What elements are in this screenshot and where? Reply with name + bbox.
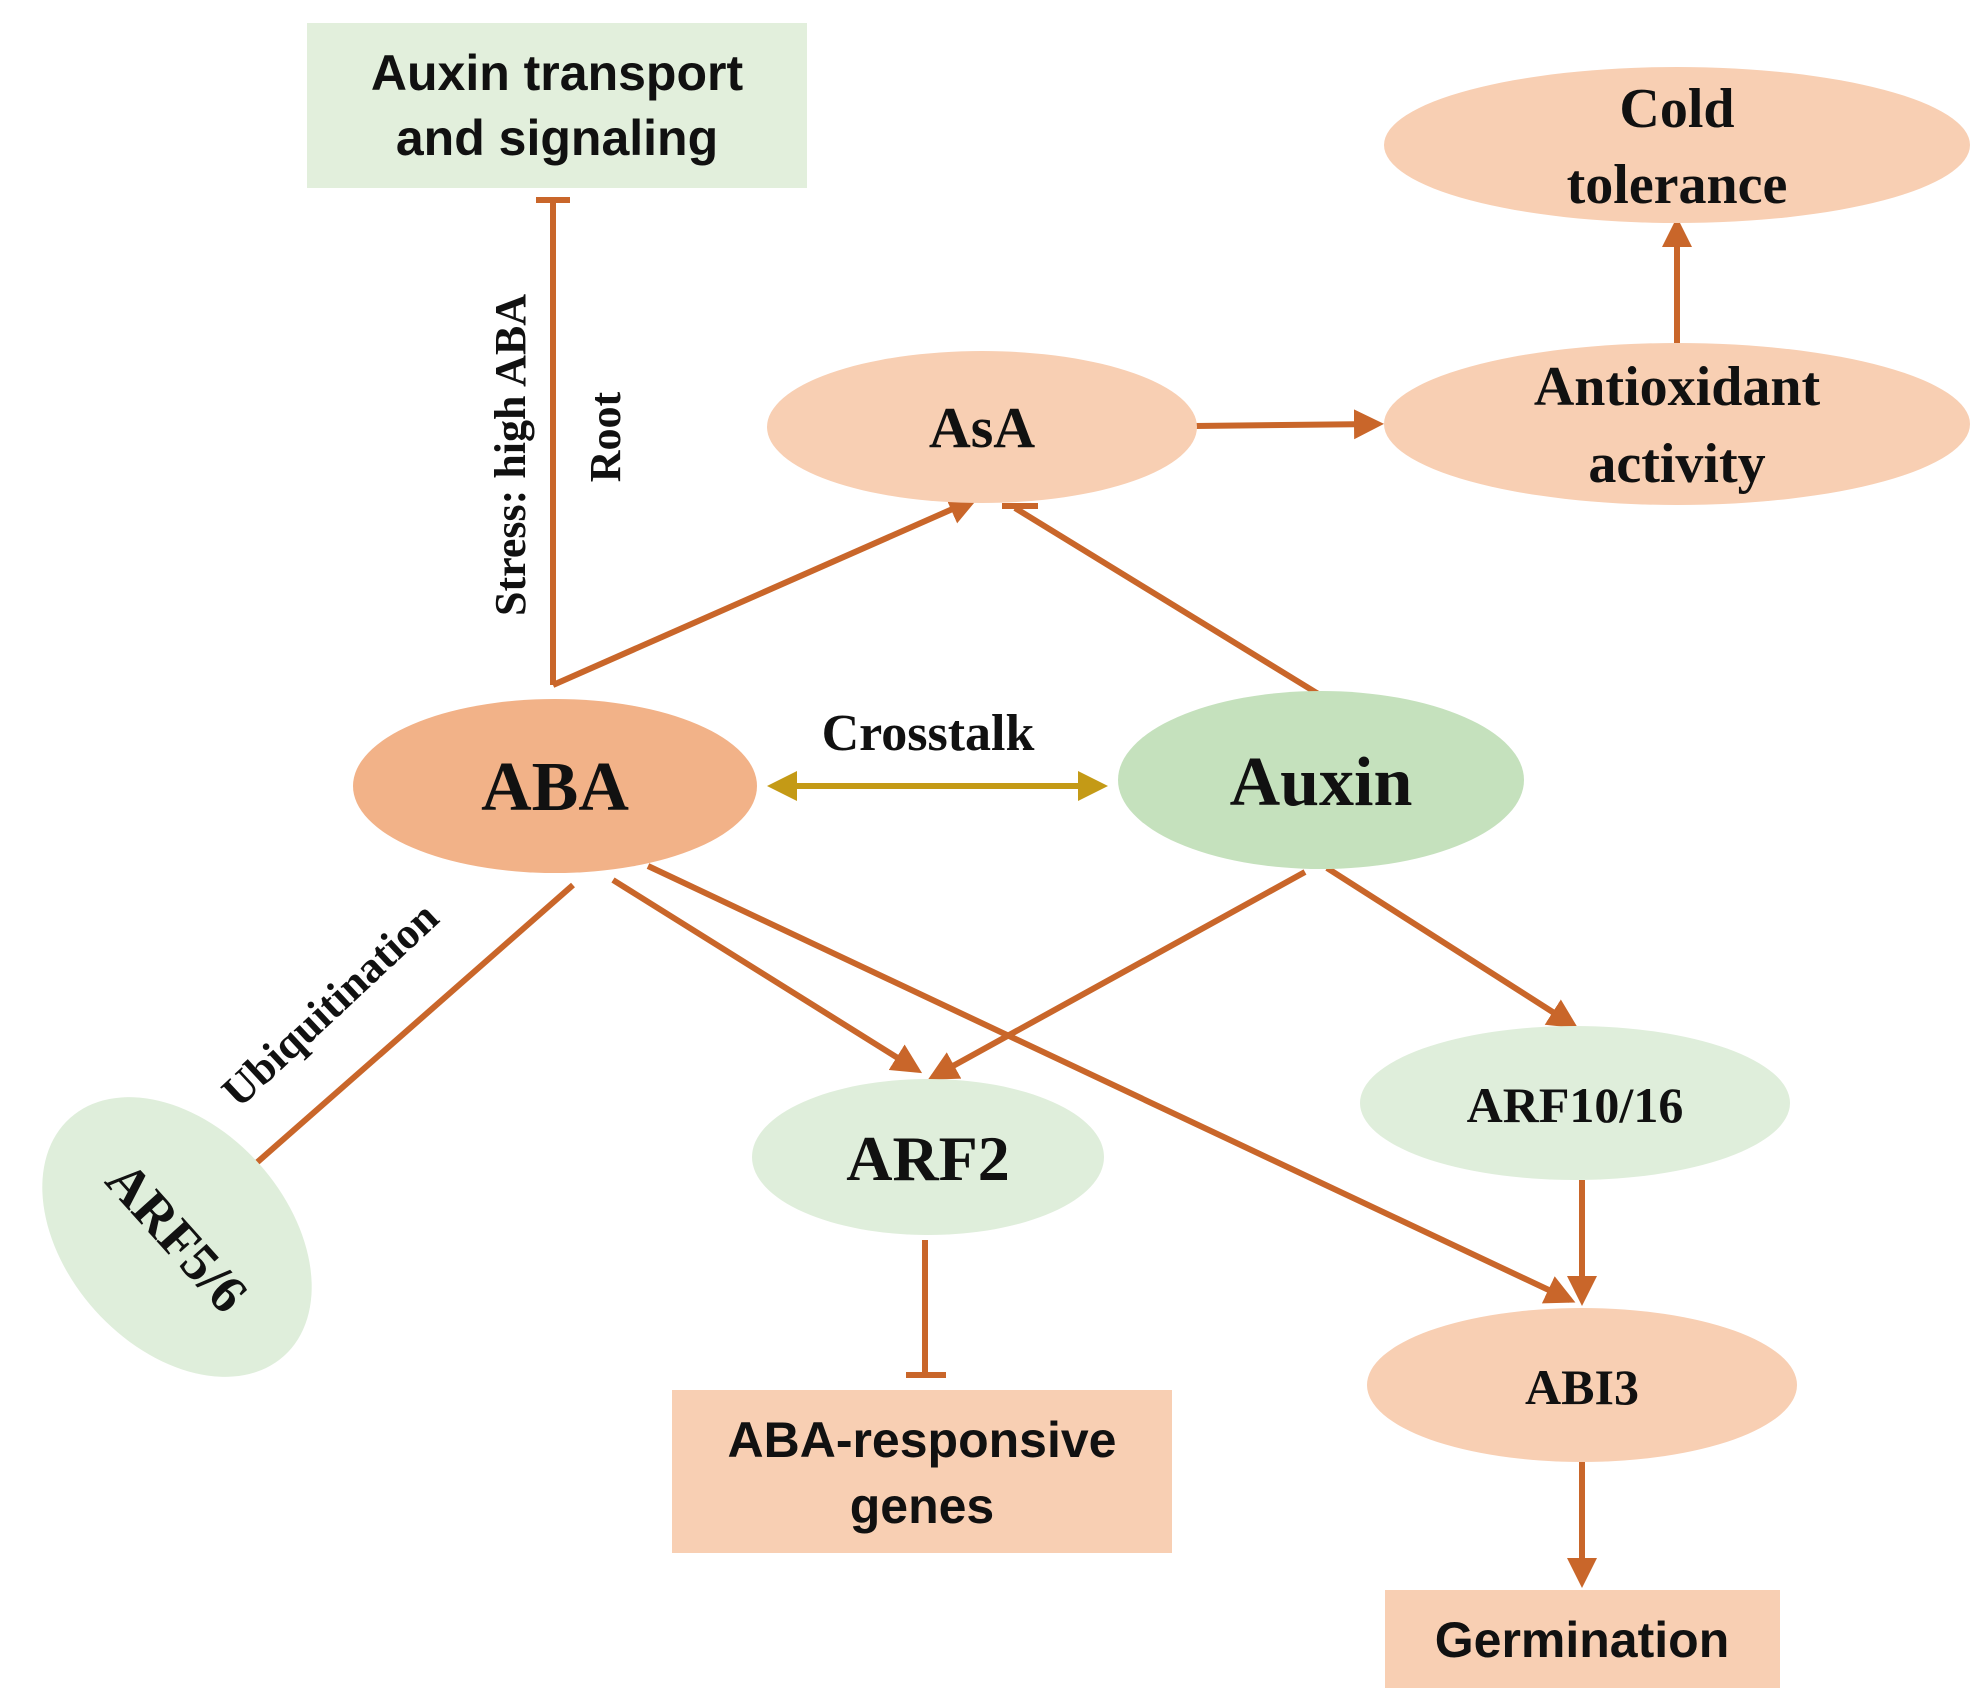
arf5-6-ellipse [42,1097,312,1377]
cold-tolerance-ellipse [1384,67,1970,223]
antioxidant-label-line1: Antioxidant [1534,356,1821,418]
antioxidant-ellipse [1384,343,1970,505]
node-arf10-16[interactable]: ARF10/16 [1360,1026,1790,1180]
node-auxin[interactable]: Auxin [1118,691,1524,869]
auxin-ellipse [1118,691,1524,869]
node-auxin-transport-signaling[interactable]: Auxin transport and signaling [307,23,807,188]
edge-aba-inhibits-arf5-6 [235,882,575,1183]
node-cold-tolerance[interactable]: Cold tolerance [1384,67,1970,223]
antioxidant-label-line2: activity [1588,433,1765,495]
aba-responsive-label-line1: ABA-responsive [728,1412,1117,1468]
aba-label: ABA [481,749,629,826]
node-aba-responsive-genes[interactable]: ABA-responsive genes [672,1390,1172,1553]
edge-aba-to-asa[interactable] [551,495,979,688]
arf10-16-label: ARF10/16 [1467,1077,1684,1133]
aba-responsive-label-line2: genes [850,1478,995,1534]
edge-aba-to-arf2[interactable] [611,877,923,1074]
arf2-ellipse [752,1079,1104,1235]
abi3-ellipse [1367,1308,1797,1462]
germination-box [1385,1590,1780,1688]
asa-label: AsA [929,395,1035,460]
node-asa[interactable]: AsA [767,351,1197,503]
arf10-16-ellipse [1360,1026,1790,1180]
abi3-label: ABI3 [1525,1359,1639,1415]
edge-label-stress: Stress: high ABA [486,294,535,616]
edge-label-ubiquitination: Ubiquitination [212,892,448,1116]
node-antioxidant-activity[interactable]: Antioxidant activity [1384,343,1970,505]
node-abi3[interactable]: ABI3 [1367,1308,1797,1462]
node-germination[interactable]: Germination [1385,1590,1780,1688]
aba-responsive-box [672,1390,1172,1553]
edge-auxin-inhibits-asa [1013,505,1322,698]
edge-auxin-to-arf10-16[interactable] [1325,865,1579,1029]
edge-aba-to-abi3[interactable] [646,863,1576,1304]
node-arf2[interactable]: ARF2 [752,1079,1104,1235]
cold-tolerance-label-line1: Cold [1619,78,1734,140]
edge-label-root: Root [581,391,630,482]
auxin-transport-box [307,23,807,188]
edges [219,197,1692,1588]
arf2-label: ARF2 [846,1123,1010,1194]
asa-ellipse [767,351,1197,503]
node-arf5-6[interactable]: ARF5/6 [0,1044,366,1429]
edge-asa-to-antioxidant[interactable] [1194,409,1384,440]
aba-ellipse [353,699,757,873]
node-aba[interactable]: ABA [353,699,757,873]
germination-label: Germination [1435,1612,1729,1668]
edge-label-crosstalk: Crosstalk [822,705,1035,762]
auxin-label: Auxin [1230,744,1413,821]
cold-tolerance-label-line2: tolerance [1567,154,1788,216]
auxin-transport-label-line2: and signaling [396,110,718,166]
auxin-transport-label-line1: Auxin transport [371,45,744,101]
edge-auxin-to-arf2[interactable] [927,869,1307,1080]
